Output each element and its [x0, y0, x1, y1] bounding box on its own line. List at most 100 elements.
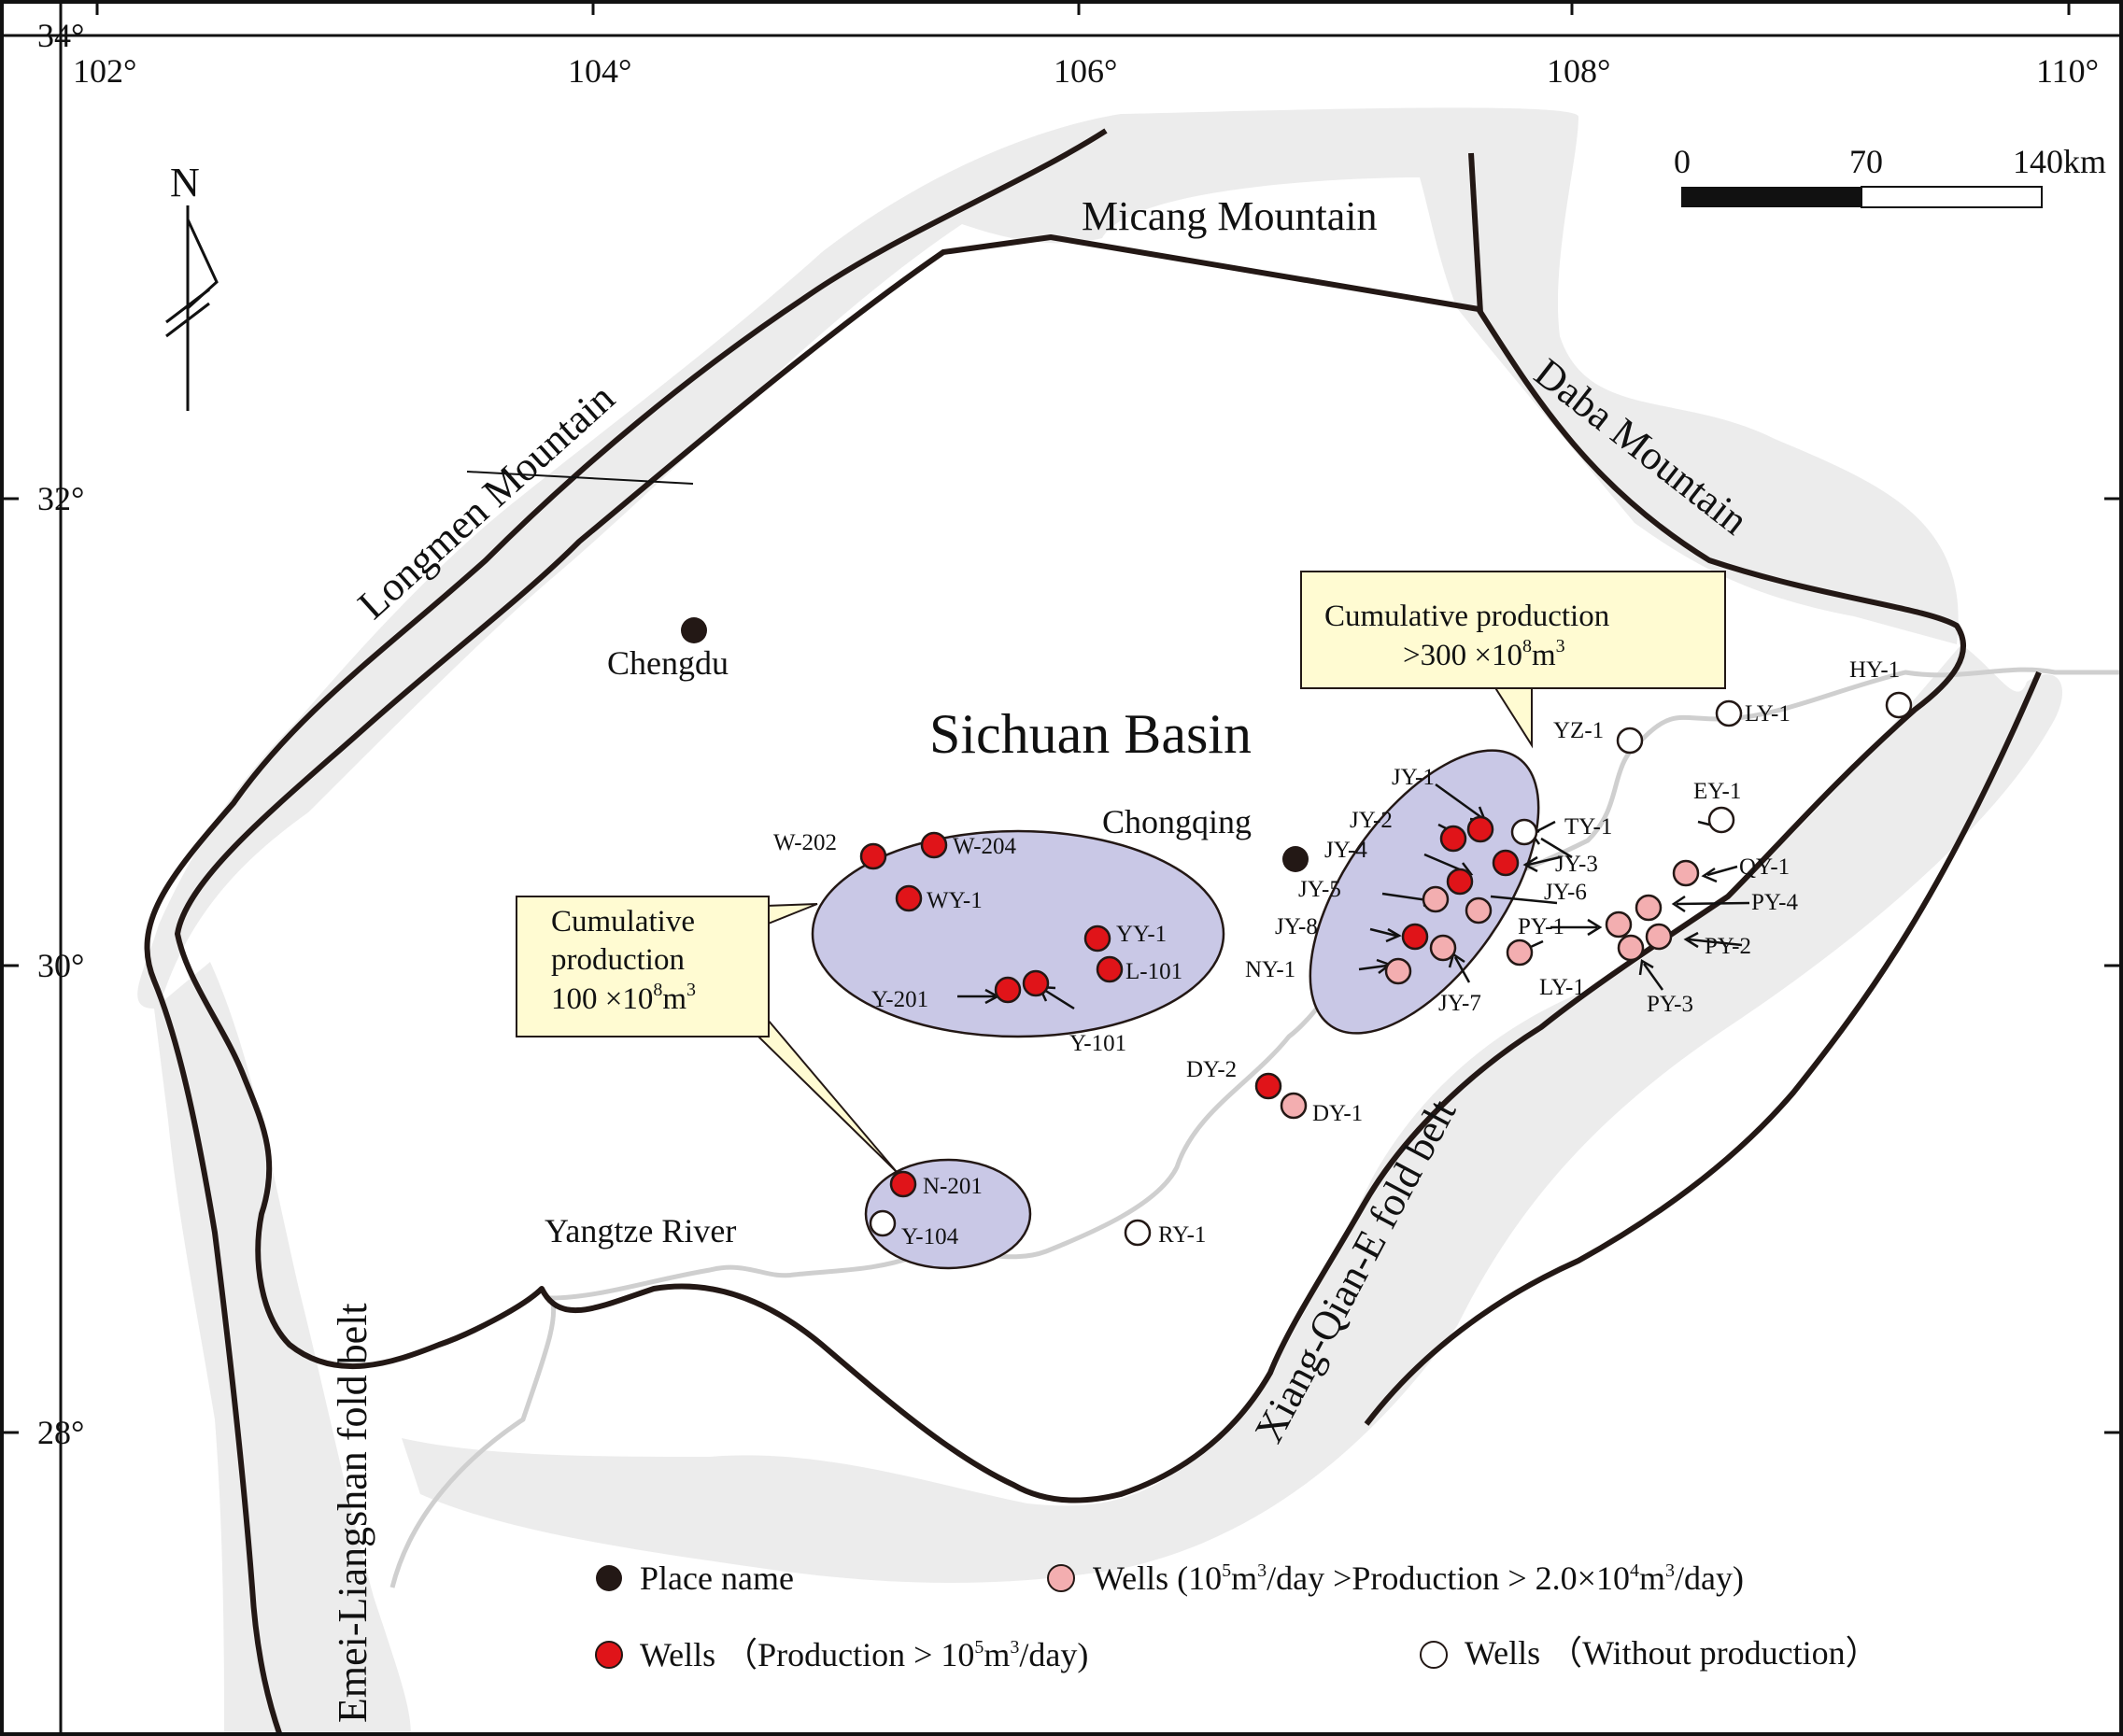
label-jy5: JY-5 [1298, 877, 1341, 902]
scale-label-70: 70 [1849, 143, 1883, 180]
chengdu-label: Chengdu [607, 644, 729, 682]
label-y104: Y-104 [901, 1224, 959, 1249]
scale-label-140: 140km [2013, 143, 2106, 180]
micang-label: Micang Mountain [1082, 193, 1378, 239]
well-yy1 [1083, 924, 1111, 953]
legend-high-icon [595, 1641, 623, 1669]
label-ly1a: LY-1 [1539, 975, 1585, 1000]
well-jy2 [1439, 825, 1467, 853]
label-jy6: JY-6 [1544, 880, 1587, 905]
well-wy1 [895, 884, 923, 912]
legend-mid-icon [1047, 1564, 1075, 1592]
scale-label-0: 0 [1674, 143, 1691, 180]
label-y101: Y-101 [1069, 1031, 1126, 1056]
callout-100-line1: Cumulative [551, 905, 695, 939]
well-labels: W-202 W-204 WY-1 YY-1 L-101 Y-201 Y-101 … [773, 657, 1900, 1249]
well-jy7 [1429, 934, 1457, 962]
lon-label-106: 106° [1054, 52, 1117, 90]
label-ny1: NY-1 [1245, 957, 1295, 982]
label-ty1: TY-1 [1564, 814, 1612, 840]
callout-100-top-pointer [765, 903, 818, 926]
well-n201 [889, 1170, 917, 1198]
lat-label-28: 28° [37, 1414, 84, 1451]
label-py2: PY-2 [1705, 934, 1751, 959]
legend: Place name Wells (105m3/day >Production … [595, 1560, 1879, 1673]
scale-black-segment [1681, 187, 1861, 207]
north-label: N [170, 160, 200, 205]
well-jy6 [1465, 896, 1493, 924]
well-y101 [1022, 969, 1050, 997]
label-wy1: WY-1 [927, 888, 983, 913]
label-py3: PY-3 [1647, 992, 1693, 1017]
well-jy1 [1466, 815, 1494, 843]
basin-title: Sichuan Basin [929, 703, 1252, 765]
well-py3 [1617, 934, 1645, 962]
well-ly1 [1506, 939, 1534, 967]
callout-300: Cumulative production >300 ×108m3 [1300, 571, 1726, 749]
label-ry1: RY-1 [1158, 1222, 1206, 1248]
label-qy1: QY-1 [1739, 854, 1790, 880]
wells-high-production [859, 815, 1520, 1198]
label-jy7: JY-7 [1438, 991, 1481, 1016]
well-ty1 [1510, 818, 1538, 846]
xiangqian-fault [1364, 670, 2042, 1426]
ellipse-weiyuan [811, 829, 1225, 1038]
wells-mid-production [1280, 859, 1700, 1120]
daba-fault [1468, 152, 1483, 314]
mountain-belt-north [137, 107, 1959, 1009]
emei-liangshan-belt [154, 962, 411, 1736]
lat-label-32: 32° [37, 480, 84, 517]
well-w204 [920, 831, 948, 859]
label-py1: PY-1 [1518, 914, 1564, 939]
chengdu-marker [681, 617, 707, 643]
scale-white-segment [1861, 186, 2043, 208]
longmen-leader-line [466, 471, 694, 485]
label-w202: W-202 [773, 830, 837, 855]
lon-label-102: 102° [73, 52, 136, 90]
legend-none-label: Wells （Without production） [1465, 1634, 1879, 1672]
lat-label-34: 34° [37, 17, 84, 54]
lat-labels: 34° 32° 30° 28° [37, 17, 84, 1451]
well-ly1b [1715, 699, 1743, 727]
longmen-fault [144, 128, 1108, 1736]
well-dy1 [1280, 1092, 1308, 1120]
legend-high-label: Wells （Production > 105m3/day) [640, 1636, 1088, 1673]
well-jy4 [1446, 868, 1474, 896]
yangtze-label: Yangtze River [545, 1212, 736, 1249]
callout-300-pointer [1493, 685, 1533, 749]
label-ey1: EY-1 [1693, 779, 1741, 804]
lon-labels: 102° 104° 106° 108° 110° [73, 52, 2099, 90]
fold-belts [137, 107, 2063, 1736]
well-w202 [859, 842, 887, 870]
label-jy1: JY-1 [1392, 765, 1435, 790]
well-qy1 [1672, 859, 1700, 887]
emei-label: Emei-Liangshan fold belt [330, 1303, 375, 1723]
legend-place-icon [596, 1565, 622, 1591]
callout-100-box [516, 896, 770, 1037]
well-py4 [1635, 894, 1663, 922]
well-ry1 [1124, 1219, 1152, 1247]
well-dy2 [1254, 1072, 1282, 1100]
label-jy2: JY-2 [1350, 808, 1393, 833]
well-yz1 [1616, 727, 1644, 755]
label-n201: N-201 [923, 1174, 983, 1199]
scale-bar: 0 70 140km [1674, 143, 2106, 208]
label-dy2: DY-2 [1186, 1057, 1237, 1082]
basin-outline [175, 234, 1967, 1503]
well-py2 [1645, 923, 1673, 951]
label-l101: L-101 [1125, 959, 1182, 984]
xiang-qian-e-belt [402, 644, 2063, 1583]
wells-no-production [869, 691, 1913, 1247]
well-ny1 [1384, 957, 1412, 985]
callout-300-line1: Cumulative production [1324, 600, 1609, 633]
lat-label-30: 30° [37, 947, 84, 984]
well-y104 [869, 1209, 897, 1237]
callout-300-line2: >300 ×108m3 [1403, 636, 1565, 672]
well-l101 [1096, 955, 1124, 983]
legend-none-icon [1420, 1641, 1448, 1669]
label-w204: W-204 [953, 834, 1017, 859]
chongqing-label: Chongqing [1102, 803, 1252, 840]
well-y201 [994, 976, 1022, 1004]
label-y201: Y-201 [871, 987, 928, 1012]
